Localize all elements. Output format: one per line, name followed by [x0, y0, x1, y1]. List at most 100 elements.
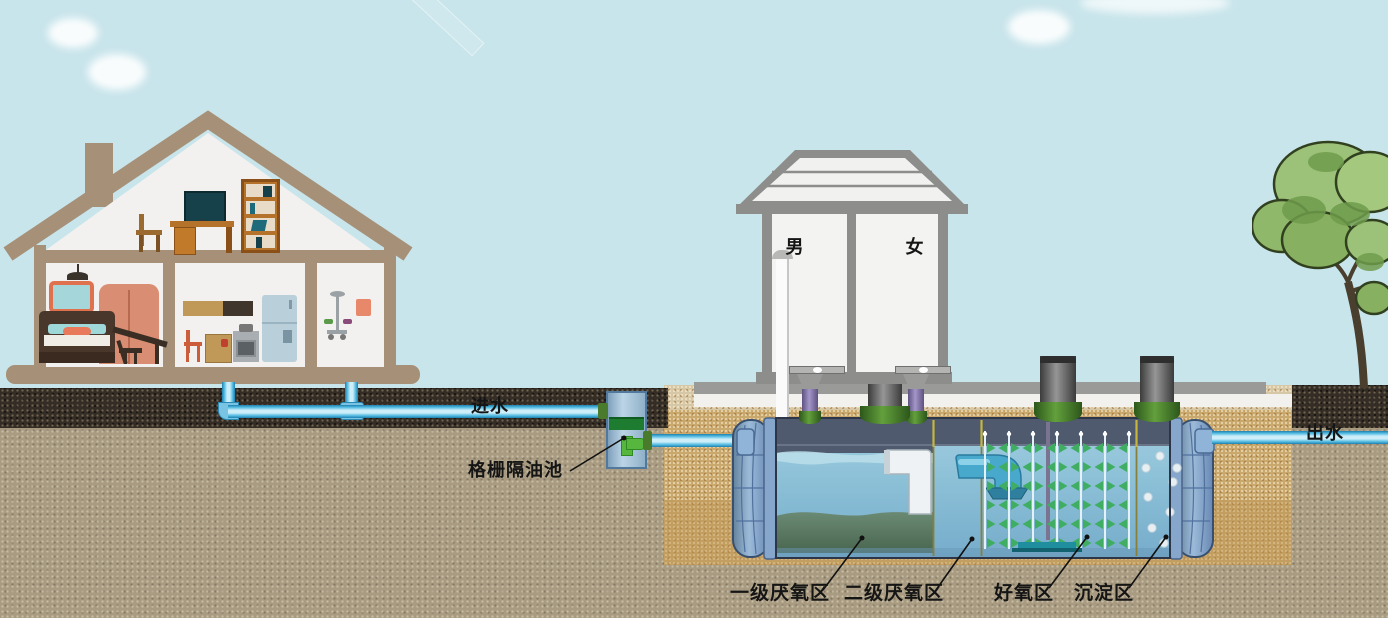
fridge-split: [262, 322, 297, 324]
grease-trap-collar-out: [643, 431, 652, 450]
drafting-table-leg: [155, 342, 159, 364]
bed-foot: [39, 352, 115, 363]
vent-stack-1-collar: [1034, 402, 1082, 422]
downpipe-collar-women: [905, 411, 927, 424]
cloud: [1008, 10, 1070, 44]
aerator-bar-base: [1012, 548, 1082, 552]
wall-cabinet-dark: [223, 301, 253, 316]
grease-trap-label: 格栅隔油池: [468, 460, 563, 480]
roof-beams: [3, 110, 413, 261]
vent-stack-2-collar: [1134, 402, 1180, 422]
house-drain-pipe-1: [222, 382, 235, 406]
kitchen-chair-leg: [186, 346, 189, 362]
leader-lines: [569, 435, 1169, 591]
stool-leg: [124, 353, 127, 364]
zone1-headspace-extra: [776, 446, 933, 453]
trap-to-tank-pipe: [652, 434, 748, 447]
shower-knob-green: [324, 319, 333, 324]
zone3-label: 好氧区: [993, 583, 1054, 604]
tank-headspace: [776, 418, 1170, 446]
books: [263, 186, 272, 197]
kitchen-chair-leg: [197, 346, 200, 362]
toilet-eaves: [736, 204, 968, 214]
house-wall-inner2: [305, 263, 317, 367]
media-strings: [982, 431, 1132, 549]
inlet-sewer-pipe: [228, 405, 612, 418]
pavement-edge: [694, 382, 1266, 394]
fridge-panel: [283, 330, 292, 343]
toilet-room-women: [856, 214, 938, 384]
grease-trap-screen: [609, 417, 644, 430]
stove-door: [236, 340, 256, 357]
zone1-label: 一级厌氧区: [729, 583, 830, 604]
grease-trap-collar-in: [598, 403, 608, 419]
tank-inlet-fitting: [736, 428, 755, 456]
topsoil-right: [1292, 385, 1388, 428]
downpipe-collar-men: [799, 411, 821, 424]
shower-base: [327, 330, 347, 334]
tank-headspace-lip: [776, 444, 1170, 446]
toilet-roof-panels: [752, 158, 952, 201]
toilet-roof-seams: [760, 170, 944, 188]
vent-stack-1-cap: [1040, 356, 1076, 363]
books: [250, 203, 255, 214]
books: [256, 237, 262, 248]
womens-room-label: 女: [905, 237, 925, 257]
bathroom-interior: [317, 263, 384, 367]
cooking-pot: [239, 324, 253, 332]
cloud: [88, 54, 146, 90]
toilet-wall-right: [938, 214, 948, 384]
zone1-elbow-opening: [884, 450, 890, 474]
shower-knob-purple: [343, 319, 352, 324]
kitchen-cabinet-knob: [221, 339, 228, 347]
house-platform: [6, 365, 420, 384]
aerator-bar: [1018, 542, 1076, 549]
attic-chair-leg: [139, 235, 143, 252]
tank-vent-stack-2: [1140, 356, 1174, 408]
house-wall-right: [384, 245, 396, 367]
tank-ring-right: [1169, 417, 1183, 560]
tree: [1252, 140, 1388, 389]
stool-leg: [134, 353, 137, 364]
squat-toilet-women-drain: [919, 367, 928, 373]
grease-trap-body: [606, 391, 647, 469]
desk-top: [170, 221, 234, 227]
mens-room-label: 男: [785, 237, 805, 257]
towel: [356, 299, 371, 316]
zone4-label: 沉淀区: [1073, 583, 1134, 604]
shower-pole: [336, 296, 339, 330]
toilet-wall-left: [762, 214, 772, 384]
outlet-label: 出水: [1306, 423, 1344, 443]
desk-drawers: [174, 227, 196, 255]
toilet-funnel-women: [903, 374, 929, 391]
wardrobe-split: [128, 290, 130, 364]
stool-seat: [119, 348, 142, 353]
desk-leg: [226, 227, 232, 253]
fridge-handle: [289, 300, 292, 309]
kitchen-chair-seat: [184, 342, 202, 346]
toilet-wall-center: [847, 214, 856, 384]
ceiling-lamp-shade: [67, 272, 88, 280]
inlet-label: 进水: [471, 396, 509, 416]
tank-ring-left: [763, 417, 777, 560]
zone1-elbow-pipe: [886, 449, 932, 515]
toilet-funnel-men: [797, 374, 823, 391]
ceiling-lamp-cord: [77, 264, 79, 273]
wall-cabinet-light: [183, 301, 223, 316]
toilet-vent-pipe: [776, 258, 789, 420]
zone2-label: 二级厌氧区: [843, 583, 944, 604]
bed-sheet: [44, 335, 110, 346]
attic-floor: [40, 250, 392, 263]
cloud: [1080, 0, 1230, 14]
kitchen-cabinet: [205, 334, 232, 363]
tank-bottom-shade: [776, 548, 1170, 558]
tank-outlet-fitting: [1194, 428, 1215, 454]
shower-wheel: [328, 334, 334, 340]
tank-outline: [775, 417, 1171, 559]
outlet-pipe: [1212, 431, 1388, 444]
zone2-elbow-highlight: [958, 459, 990, 465]
shower-head: [330, 291, 345, 297]
zone1-sludge: [776, 512, 933, 553]
tank-endcap-right-ribs: [1180, 422, 1212, 555]
